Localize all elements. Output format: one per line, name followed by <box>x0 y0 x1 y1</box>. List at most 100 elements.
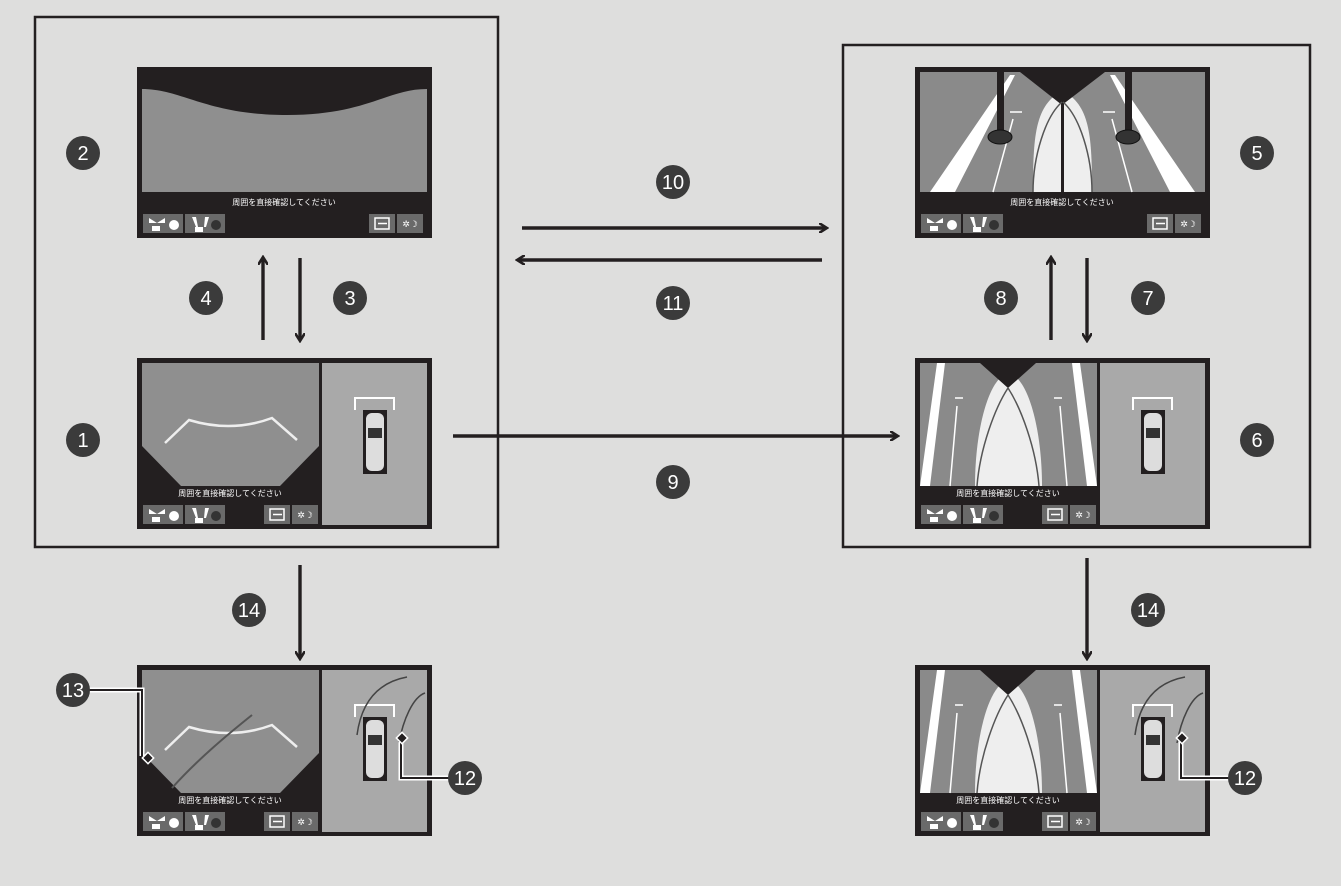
car-top-icon <box>366 413 384 471</box>
car-front-icon <box>149 218 165 231</box>
badge-circle <box>189 281 223 315</box>
car-front-icon <box>149 816 165 829</box>
rear-camera-view <box>142 363 319 486</box>
sensor-off-icon <box>989 818 999 828</box>
car-top-icon <box>1144 720 1162 778</box>
callout-13-marker <box>141 751 155 765</box>
car-front-icon <box>149 509 165 522</box>
sensor-off-icon <box>211 818 221 828</box>
day-night-button[interactable] <box>1070 505 1096 524</box>
badge-circle <box>56 673 90 707</box>
exit-icon <box>269 815 285 828</box>
callout-12-right-marker <box>1175 731 1189 745</box>
day-night-button[interactable] <box>397 214 423 233</box>
badge-number: 14 <box>238 600 260 622</box>
car-front-icon <box>927 816 943 829</box>
badge-number: 4 <box>200 288 211 310</box>
left-group-frame <box>33 15 500 549</box>
sensor-icon <box>947 818 957 828</box>
parking-guide-bracket <box>354 704 395 717</box>
sensor-icon <box>169 220 179 230</box>
car-side-icon <box>970 508 987 523</box>
badge-circle <box>1240 136 1274 170</box>
exit-icon <box>269 508 285 521</box>
step-badge-7: 7 <box>1131 281 1165 315</box>
sensor-off-icon <box>989 220 999 230</box>
badge-circle <box>1131 281 1165 315</box>
badge-number: 1 <box>77 430 88 452</box>
screen-buttons: ✲☽ <box>143 505 318 524</box>
screen-6-side-top: 周囲を直接確認してください ✲☽ <box>915 358 1210 529</box>
step-badge-11: 11 <box>656 286 690 320</box>
sensor-off-icon <box>211 511 221 521</box>
car-side-icon <box>970 217 987 232</box>
car-side-icon <box>192 815 209 830</box>
day-night-icon: ✲☽ <box>1180 220 1196 230</box>
screen-caption: 周囲を直接確認してください <box>956 795 1060 805</box>
step-badge-1: 1 <box>66 423 100 457</box>
screen-buttons: ✲☽ <box>143 214 423 233</box>
step-badge-2: 2 <box>66 136 100 170</box>
day-night-icon: ✲☽ <box>1075 511 1091 521</box>
day-night-button[interactable] <box>292 505 318 524</box>
exit-icon <box>1047 815 1063 828</box>
screen-buttons: ✲☽ <box>143 812 318 831</box>
day-night-icon: ✲☽ <box>402 220 418 230</box>
screen-buttons: ✲☽ <box>921 812 1096 831</box>
step-badge-6: 6 <box>1240 423 1274 457</box>
screen-5-wide-side: 周囲を直接確認してください✲☽ <box>915 67 1210 238</box>
car-front-icon <box>927 509 943 522</box>
badge-circle <box>66 136 100 170</box>
day-night-button[interactable] <box>1070 812 1096 831</box>
badge-number: 3 <box>344 288 355 310</box>
sensor-icon <box>947 220 957 230</box>
parking-guide-bracket <box>1132 397 1173 410</box>
day-night-icon: ✲☽ <box>1075 818 1091 828</box>
step-badge-12: 12 <box>448 761 482 795</box>
screen-caption: 周囲を直接確認してください <box>956 488 1060 498</box>
badge-circle <box>333 281 367 315</box>
badge-circle <box>656 165 690 199</box>
step-badge-12: 12 <box>1228 761 1262 795</box>
sensor-off-icon <box>989 511 999 521</box>
badge-circle <box>984 281 1018 315</box>
badge-circle <box>1131 593 1165 627</box>
badge-number: 2 <box>77 143 88 165</box>
exit-icon <box>374 217 390 230</box>
step-badge-4: 4 <box>189 281 223 315</box>
step-badge-3: 3 <box>333 281 367 315</box>
screen-side-top-with-lines: 周囲を直接確認してください ✲☽ <box>915 665 1210 836</box>
badge-circle <box>656 286 690 320</box>
step-badge-9: 9 <box>656 465 690 499</box>
car-front-icon <box>927 218 943 231</box>
car-side-icon <box>192 217 209 232</box>
side-camera-view <box>920 670 1097 794</box>
badge-number: 14 <box>1137 600 1159 622</box>
day-night-button[interactable] <box>1175 214 1201 233</box>
badge-number: 12 <box>1234 768 1256 790</box>
parking-guide-bracket <box>354 397 395 410</box>
badge-circle <box>656 465 690 499</box>
badge-number: 7 <box>1142 288 1153 310</box>
exit-icon <box>1047 508 1063 521</box>
right-group-frame <box>841 43 1312 549</box>
badge-circle <box>66 423 100 457</box>
arrows <box>263 228 1087 658</box>
sensor-icon <box>169 511 179 521</box>
badge-number: 6 <box>1251 430 1262 452</box>
screen-1-rear-top: 周囲を直接確認してください ✲☽ <box>137 358 432 529</box>
day-night-icon: ✲☽ <box>297 818 313 828</box>
badge-circle <box>448 761 482 795</box>
screen-caption: 周囲を直接確認してください <box>178 488 282 498</box>
badge-circle <box>1228 761 1262 795</box>
day-night-icon: ✲☽ <box>297 511 313 521</box>
day-night-button[interactable] <box>292 812 318 831</box>
car-top-icon <box>366 720 384 778</box>
screen-buttons: ✲☽ <box>921 505 1096 524</box>
callout-lines <box>73 687 1245 781</box>
screen-buttons: ✲☽ <box>921 214 1201 233</box>
exit-icon <box>1152 217 1168 230</box>
badge-circle <box>1240 423 1274 457</box>
step-badge-13: 13 <box>56 673 90 707</box>
